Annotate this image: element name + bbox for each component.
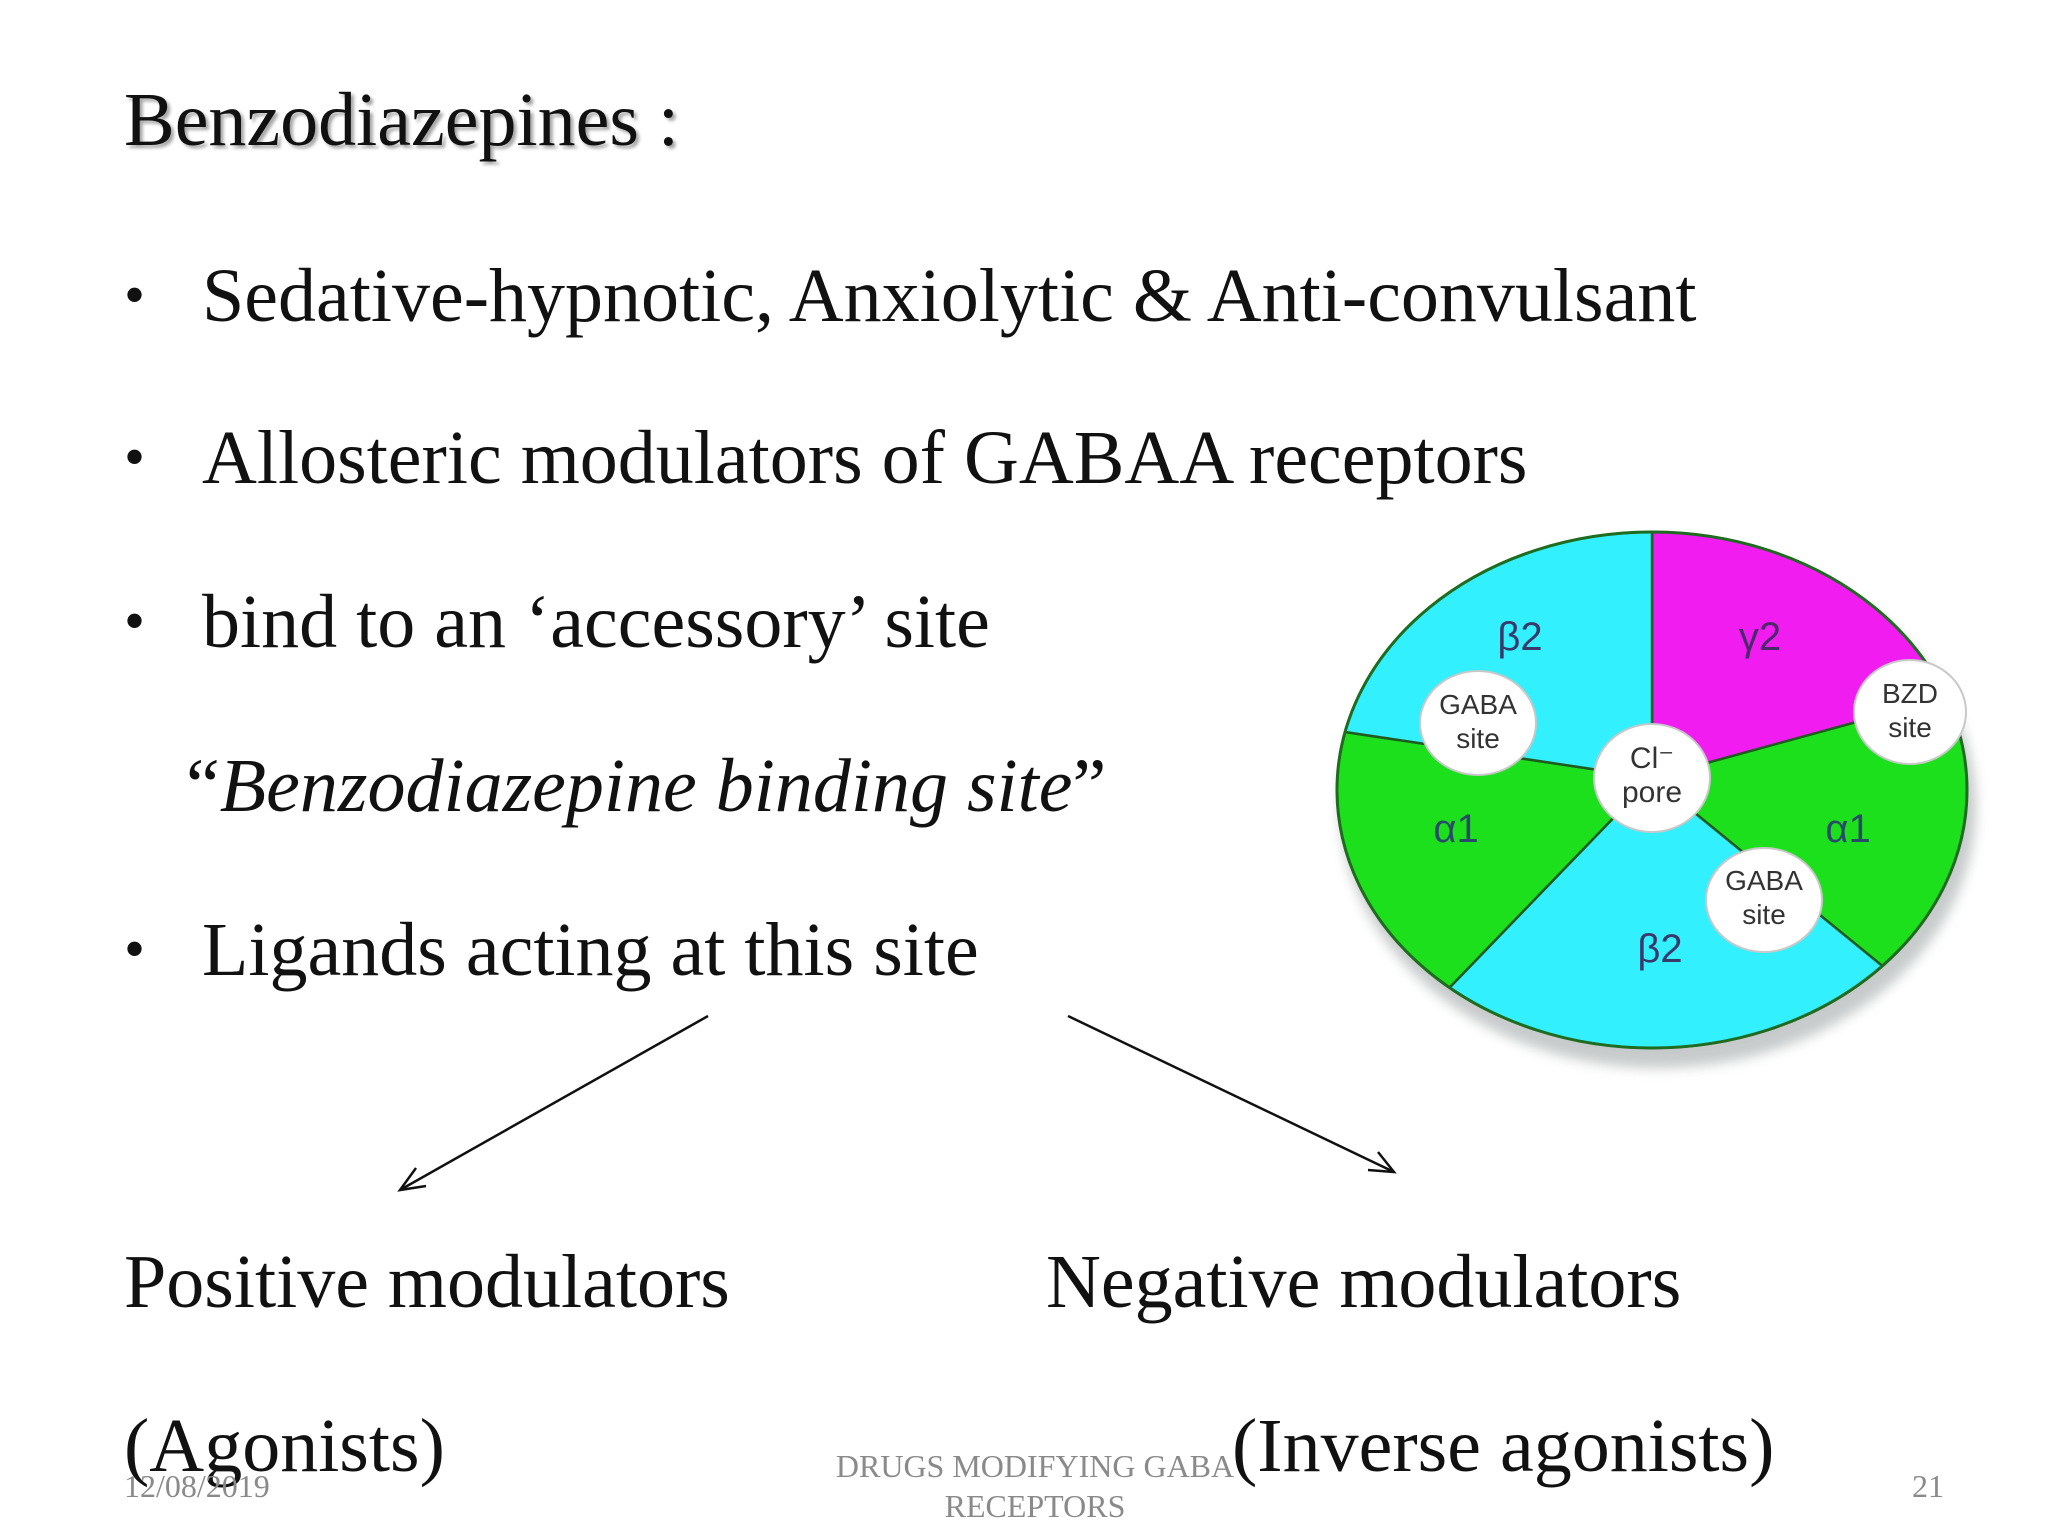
bullet-text: bind to an ‘accessory’ site [202,580,990,664]
diagram-outline [1335,530,1969,1050]
segment-label-alpha1-left: α1 [1433,807,1478,851]
gabaa-receptor-diagram: β2 γ2 α1 β2 α1 Cl⁻ pore GABA site BZD si… [1335,530,1976,1068]
segment-label-beta2-bottom: β2 [1637,927,1682,971]
footer-page-number: 21 [1912,1468,1944,1504]
segment-label-alpha1-right: α1 [1825,807,1870,851]
bullet-text: Allosteric modulators of GABAA receptors [202,416,1528,500]
bzd-site-line2: site [1888,712,1932,743]
bullet-text: Ligands acting at this site [202,908,979,992]
segment-label-beta2-top: β2 [1497,615,1542,659]
cl-pore: Cl⁻ pore [1593,723,1711,833]
segment-label-gamma2: γ2 [1739,615,1781,659]
footer-title-line1: DRUGS MODIFYING GABA [835,1448,1235,1484]
bullet-4: •Ligands acting at this site [124,912,979,988]
bullet-text: Sedative-hypnotic, Anxiolytic & Anti-con… [202,254,1697,338]
cl-pore-line2: pore [1622,776,1682,809]
positive-modulators-label: Positive modulators [124,1240,730,1324]
quote-open: “ [186,744,220,828]
gaba-site-top: GABA site [1419,670,1537,776]
gaba-site-top-line2: site [1456,723,1500,754]
bullet-symbol: • [124,916,146,982]
gaba-site-bottom: GABA site [1705,847,1823,953]
slide-title: Benzodiazepines : [124,78,680,162]
bullet-3: •bind to an ‘accessory’ site [124,584,990,660]
bullet-symbol: • [124,262,146,328]
quote-text: Benzodiazepine binding site [219,744,1073,828]
bullet-2: •Allosteric modulators of GABAA receptor… [124,420,1528,496]
agonists-label: (Agonists) [124,1404,445,1488]
footer-date: 12/08/2019 [124,1468,270,1504]
binding-site-quote: “Benzodiazepine binding site” [186,748,1106,824]
gaba-site-bottom-line2: site [1742,899,1786,930]
arrow-right [1067,1014,1397,1174]
arrow-left [397,1014,709,1192]
bullet-1: •Sedative-hypnotic, Anxiolytic & Anti-co… [124,258,1696,334]
gaba-site-bottom-line1: GABA [1725,865,1803,896]
quote-close: ” [1072,744,1107,828]
gaba-site-top-line1: GABA [1439,689,1517,720]
bzd-site: BZD site [1853,659,1967,765]
footer-title: DRUGS MODIFYING GABA RECEPTORS [790,1446,1280,1526]
inverse-agonists-label: (Inverse agonists) [1232,1404,1775,1488]
cl-pore-line1: Cl⁻ [1630,742,1674,775]
bullet-symbol: • [124,424,146,490]
bullet-symbol: • [124,588,146,654]
bzd-site-line1: BZD [1882,678,1938,709]
negative-modulators-label: Negative modulators [1046,1240,1682,1324]
footer-title-line2: RECEPTORS [944,1488,1126,1524]
